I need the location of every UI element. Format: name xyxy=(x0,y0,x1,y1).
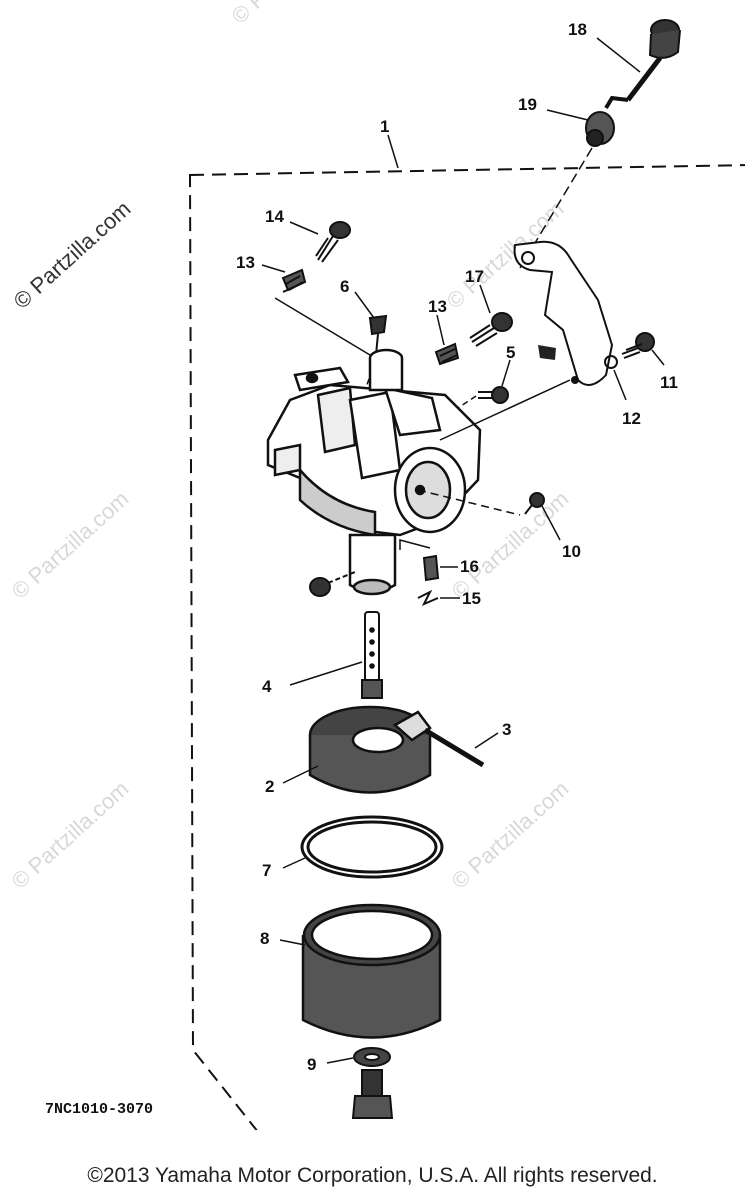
watermark: © Partzilla.com xyxy=(447,486,574,604)
drain-screw-part xyxy=(309,571,356,597)
callout-5: 5 xyxy=(506,343,515,362)
callout-17: 17 xyxy=(465,267,484,286)
gasket-7-part xyxy=(300,815,444,879)
callout-14: 14 xyxy=(265,207,284,226)
carburetor-body-part xyxy=(266,348,482,596)
choke-knob-part xyxy=(604,19,681,110)
copyright-notice: ©2013 Yamaha Motor Corporation, U.S.A. A… xyxy=(87,1164,658,1187)
assembly-boundary xyxy=(188,164,745,1130)
callout-15: 15 xyxy=(462,589,481,608)
carburetor-exploded-diagram: © Partzilla.com © Partzilla.com © Partzi… xyxy=(7,0,745,1130)
callout-9: 9 xyxy=(307,1055,316,1074)
callout-18: 18 xyxy=(568,20,587,39)
callout-11: 11 xyxy=(660,373,678,392)
washer-9-part xyxy=(353,1047,391,1067)
drawing-code: 7NC1010-3070 xyxy=(45,1101,153,1118)
clip-15-part xyxy=(417,589,439,606)
rod-end-part xyxy=(585,111,615,147)
callout-4: 4 xyxy=(262,677,272,696)
callout-8: 8 xyxy=(260,929,269,948)
watermark: © Partzilla.com xyxy=(7,486,134,604)
float-pin-3-part xyxy=(423,727,485,768)
callout-10: 10 xyxy=(562,542,581,561)
callout-13b: 13 xyxy=(428,297,447,316)
washer-12-part xyxy=(604,355,618,369)
spring-13b-part xyxy=(434,342,460,366)
watermark: © Partzilla.com xyxy=(7,776,134,894)
float-bowl-8-part xyxy=(301,903,442,1039)
callout-3: 3 xyxy=(502,720,511,739)
screw-5-part xyxy=(478,386,509,404)
callout-12: 12 xyxy=(622,409,641,428)
main-nozzle-4-part xyxy=(361,611,383,699)
callout-16: 16 xyxy=(460,557,479,576)
watermark: © Partzilla.com xyxy=(227,0,354,29)
callout-13: 13 xyxy=(236,253,255,272)
callout-6: 6 xyxy=(340,277,349,296)
jet-16-part xyxy=(422,554,440,582)
screw-17-part xyxy=(469,312,513,347)
choke-bracket-part xyxy=(513,240,614,386)
leader-lines xyxy=(261,37,665,1064)
drain-bolt-part xyxy=(351,1069,394,1119)
screw-11-part xyxy=(621,332,655,359)
callout-1: 1 xyxy=(380,117,389,136)
watermark-primary: © Partzilla.com xyxy=(9,196,136,314)
float-2-part xyxy=(308,705,432,794)
callout-7: 7 xyxy=(262,861,271,880)
callout-2: 2 xyxy=(265,777,274,796)
spring-13-part xyxy=(281,268,307,293)
callout-19: 19 xyxy=(518,95,537,114)
screw-14-part xyxy=(315,221,351,263)
screw-10-part xyxy=(524,492,545,515)
watermark: © Partzilla.com xyxy=(447,776,574,894)
